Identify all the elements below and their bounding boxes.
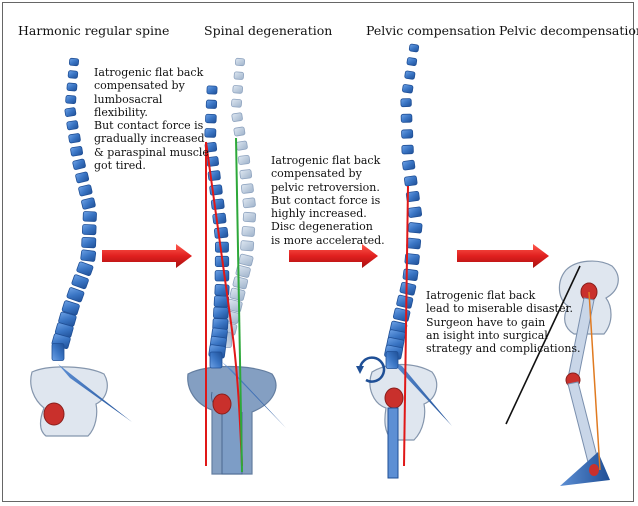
vertebra: [205, 113, 217, 124]
vertebra: [81, 224, 97, 236]
vertebra: [81, 237, 97, 249]
note-miserable-disaster: Iatrogenic flat back lead to miserable d…: [426, 289, 581, 356]
vertebra: [72, 158, 86, 170]
pelvis-stage4: [505, 260, 619, 486]
orange-axis-line: [588, 291, 601, 471]
vertebra: [400, 113, 413, 123]
vertebra: [235, 265, 251, 278]
pelvis-stage1: [30, 364, 132, 437]
vertebra: [71, 274, 89, 290]
vertebra: [408, 43, 420, 53]
right-arrow-icon: [102, 244, 192, 268]
vertebra: [68, 133, 81, 144]
vertebra: [392, 307, 411, 322]
vertebra: [242, 197, 256, 209]
vertebra: [404, 70, 416, 80]
vertebra: [229, 287, 246, 301]
stage-arrow-3: [457, 244, 549, 268]
vertebra: [405, 190, 420, 203]
pelvis-stage2: [187, 362, 286, 475]
note-lumbosacral-flexibility: Iatrogenic flat back compensated by lumb…: [94, 66, 209, 173]
vertebra: [402, 84, 414, 94]
vertebra: [204, 128, 217, 138]
vertebra: [68, 57, 80, 67]
vertebra: [67, 70, 79, 79]
vertebra: [78, 184, 93, 197]
vertebra: [82, 211, 97, 222]
green-plumb-line-stage2: [235, 137, 243, 473]
spine-stage2: [204, 85, 230, 369]
vertebra: [406, 57, 418, 66]
vertebra: [214, 270, 230, 282]
vertebra: [238, 253, 254, 267]
vertebra: [206, 85, 218, 95]
heading-spinal-degeneration: Spinal degeneration: [204, 23, 333, 38]
vertebra: [51, 343, 65, 361]
heading-pelvic-compensation: Pelvic compensation: [366, 23, 496, 38]
heading-pelvic-decompensation: Pelvic decompensation: [499, 23, 638, 38]
vertebra: [404, 175, 418, 187]
vertebra: [66, 82, 78, 92]
heading-harmonic-regular-spine: Harmonic regular spine: [18, 23, 170, 38]
vertebra: [402, 159, 416, 171]
vertebra: [240, 183, 254, 194]
vertebra: [209, 351, 223, 369]
vertebra: [240, 240, 255, 252]
vertebra: [237, 155, 251, 165]
stage-arrow-2: [289, 244, 378, 268]
vertebra: [232, 85, 244, 94]
vertebra: [234, 57, 246, 67]
vertebra: [242, 211, 257, 223]
right-arrow-icon: [457, 244, 549, 268]
vertebra: [241, 226, 256, 237]
vertebra: [75, 171, 90, 184]
vertebra: [231, 112, 243, 122]
vertebra: [233, 71, 245, 80]
vertebra: [404, 253, 420, 265]
sacrum: [58, 364, 132, 422]
vertebra: [81, 197, 96, 210]
vertebra: [402, 268, 419, 282]
vertebra: [235, 140, 248, 151]
vertebra: [213, 306, 229, 319]
stage-arrow-1: [102, 244, 192, 268]
vertebra: [385, 351, 399, 369]
foot: [560, 452, 610, 486]
vertebra: [396, 294, 414, 309]
vertebra: [80, 249, 97, 262]
note-pelvic-retroversion: Iatrogenic flat back compensated by pelv…: [271, 154, 385, 247]
vertebra: [66, 120, 79, 131]
vertebra: [407, 206, 423, 218]
vertebra: [65, 95, 77, 105]
spine-stage1: [51, 57, 97, 361]
red-plumb-line-stage3: [403, 185, 409, 467]
figure-frame: [2, 2, 634, 502]
right-arrow-icon: [289, 244, 378, 268]
vertebra: [239, 169, 253, 180]
vertebra: [213, 226, 229, 239]
vertebra: [406, 237, 422, 250]
vertebra: [401, 129, 414, 139]
vertebra: [64, 107, 77, 117]
vertebra: [231, 98, 243, 108]
vertebra: [401, 144, 414, 155]
vertebra: [70, 146, 84, 157]
red-curve-line-stage2: [205, 141, 243, 467]
vertebra: [407, 222, 423, 234]
vertebra: [399, 281, 417, 296]
vertebra: [205, 99, 218, 109]
curved-rotation-arrow-icon: [358, 356, 386, 383]
vertebra: [212, 212, 227, 225]
black-axis-line: [505, 265, 581, 425]
vertebra: [233, 126, 246, 137]
spine-stage3: [384, 43, 423, 369]
vertebra: [66, 287, 85, 303]
vertebra: [61, 300, 80, 316]
vertebra: [76, 261, 94, 277]
vertebra: [400, 98, 412, 108]
vertebra: [232, 276, 249, 290]
